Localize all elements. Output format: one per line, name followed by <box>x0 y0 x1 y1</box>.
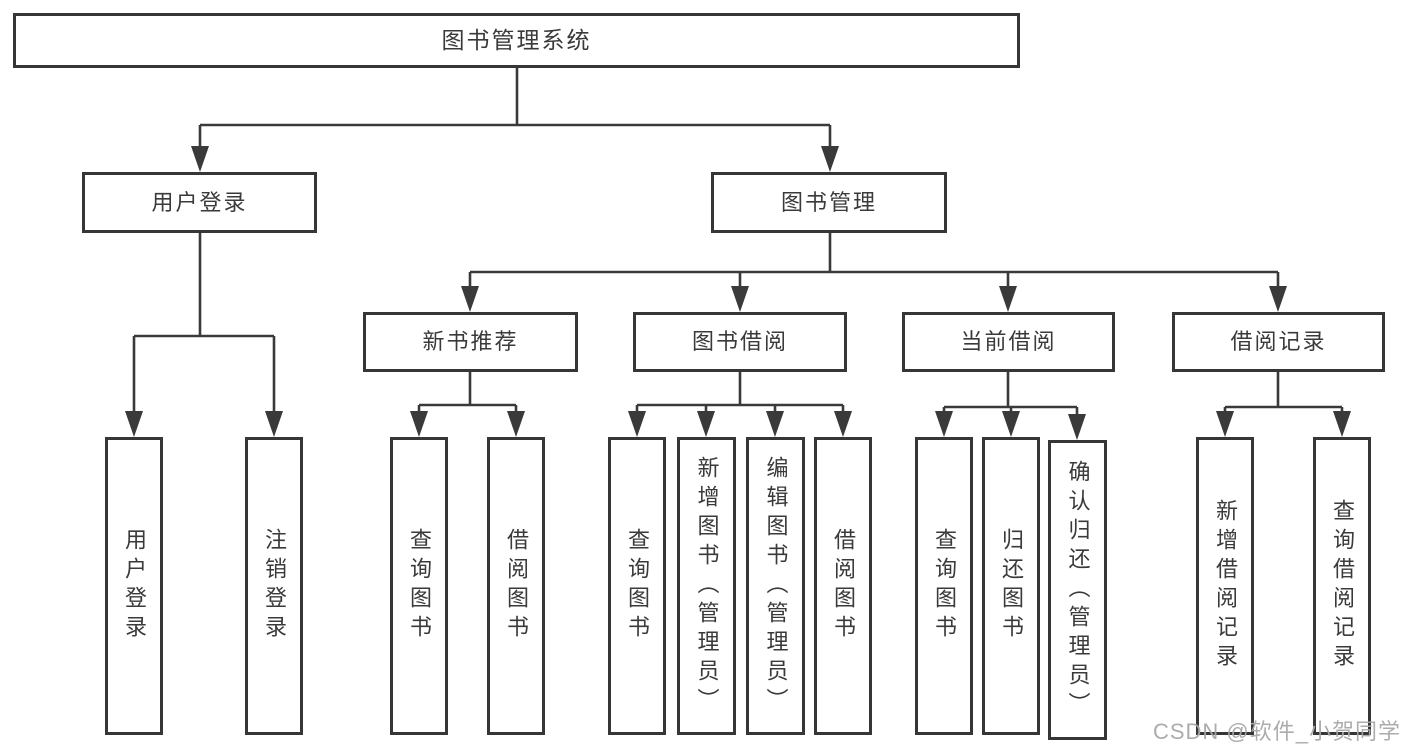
node-book-borrow: 图书借阅 <box>633 312 847 372</box>
leaf-logout: 注销登录 <box>245 437 303 735</box>
leaf-confirm-return-admin: 确认归还（管理员） <box>1048 440 1107 740</box>
leaf-query-borrow-record: 查询借阅记录 <box>1313 437 1371 735</box>
leaf-label: 查询图书 <box>625 528 650 644</box>
leaf-query-books-current: 查询图书 <box>915 437 973 735</box>
leaf-borrow-books: 借阅图书 <box>814 437 872 735</box>
leaf-query-books-recommend: 查询图书 <box>390 437 448 735</box>
leaf-label: 查询借阅记录 <box>1330 499 1355 673</box>
leaf-label: 确认归还（管理员） <box>1065 459 1091 721</box>
node-current-borrow: 当前借阅 <box>902 312 1115 372</box>
leaf-label: 新增图书（管理员） <box>694 455 720 717</box>
leaf-label: 查询图书 <box>407 528 432 644</box>
leaf-add-borrow-record: 新增借阅记录 <box>1196 437 1254 735</box>
leaf-user-login: 用户登录 <box>105 437 163 735</box>
leaf-label: 用户登录 <box>122 528 147 644</box>
watermark: CSDN @软件_小贺同学 <box>1152 719 1401 744</box>
leaf-label: 查询图书 <box>932 528 957 644</box>
node-borrow-records: 借阅记录 <box>1172 312 1385 372</box>
leaf-edit-books-admin: 编辑图书（管理员） <box>746 437 805 735</box>
leaf-label: 编辑图书（管理员） <box>763 455 789 717</box>
node-user-login: 用户登录 <box>82 172 317 233</box>
leaf-label: 借阅图书 <box>504 528 529 644</box>
leaf-add-books-admin: 新增图书（管理员） <box>677 437 736 735</box>
node-new-book-recommend: 新书推荐 <box>363 312 578 372</box>
leaf-label: 借阅图书 <box>831 528 856 644</box>
leaf-query-books-borrow: 查询图书 <box>608 437 666 735</box>
leaf-return-books: 归还图书 <box>982 437 1040 735</box>
leaf-label: 新增借阅记录 <box>1213 499 1238 673</box>
node-book-management: 图书管理 <box>711 172 947 233</box>
leaf-label: 注销登录 <box>262 528 287 644</box>
leaf-label: 归还图书 <box>999 528 1024 644</box>
leaf-borrow-books-recommend: 借阅图书 <box>487 437 545 735</box>
node-library-system: 图书管理系统 <box>13 13 1020 68</box>
